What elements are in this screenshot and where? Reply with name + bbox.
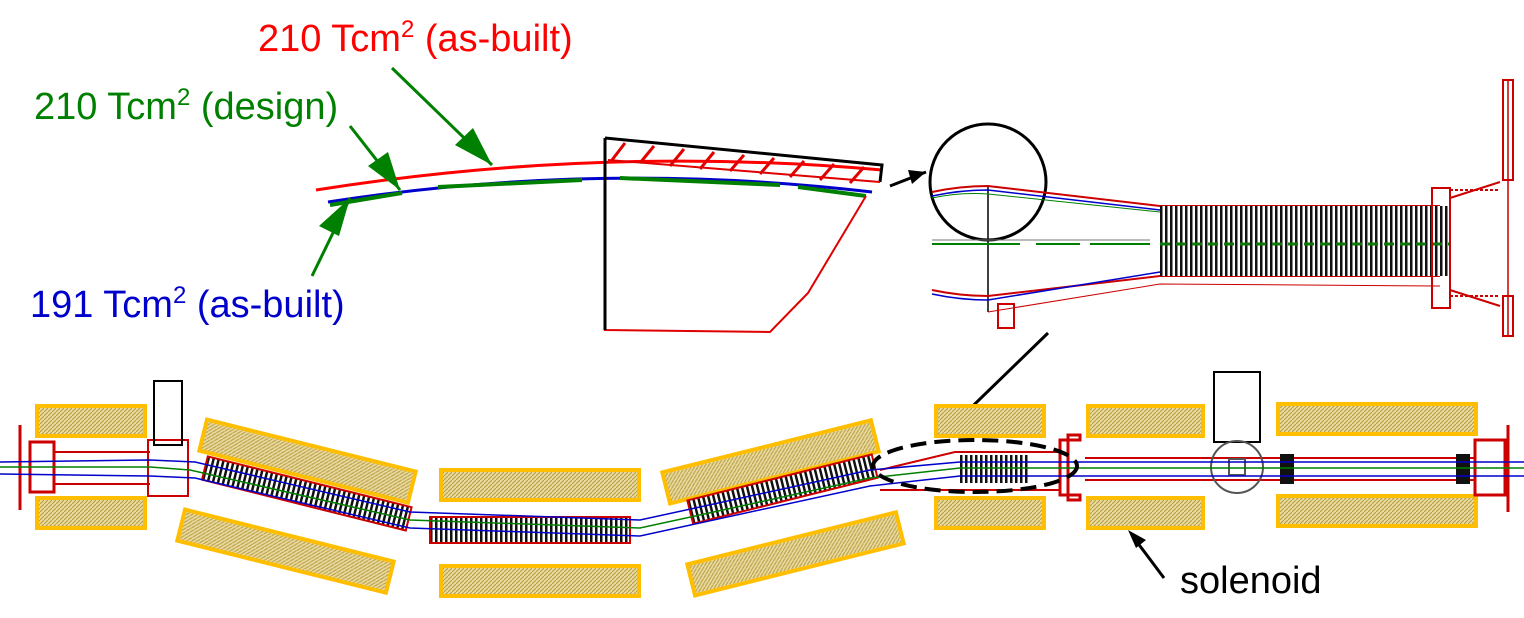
- solenoid: [439, 564, 641, 598]
- solenoid: [1086, 404, 1205, 438]
- hatch-ticks: [607, 142, 881, 184]
- solenoid: [196, 417, 419, 506]
- solenoid: [934, 496, 1046, 530]
- solenoid: [1086, 496, 1205, 530]
- solenoid-arrow: [1128, 530, 1166, 579]
- solenoid: [934, 404, 1046, 438]
- wall-profile-detail: [310, 66, 884, 334]
- solenoid: [1276, 494, 1478, 528]
- blue-asbuilt-curve: [327, 176, 873, 204]
- green-design-dashes: [329, 176, 867, 207]
- label-blue-asbuilt: 191 Tcm2 (as-built): [30, 282, 345, 326]
- label-solenoid: solenoid: [1180, 560, 1322, 602]
- solenoid: [1276, 402, 1478, 436]
- solenoids: [35, 402, 1478, 598]
- solenoid: [35, 404, 147, 438]
- solenoid: [439, 468, 641, 502]
- label-green-design: 210 Tcm2 (design): [34, 84, 339, 128]
- beam-pipe: [0, 371, 1524, 544]
- bellows-block: [1160, 206, 1450, 276]
- taper-detail: [889, 79, 1514, 438]
- solenoid: [659, 417, 882, 506]
- label-arrows: [310, 66, 494, 277]
- solenoid: [174, 507, 397, 596]
- label-red-asbuilt: 210 Tcm2 (as-built): [258, 16, 573, 60]
- highlight-ellipse: [871, 438, 1079, 494]
- solenoid: [35, 496, 147, 530]
- solenoid: [684, 509, 907, 598]
